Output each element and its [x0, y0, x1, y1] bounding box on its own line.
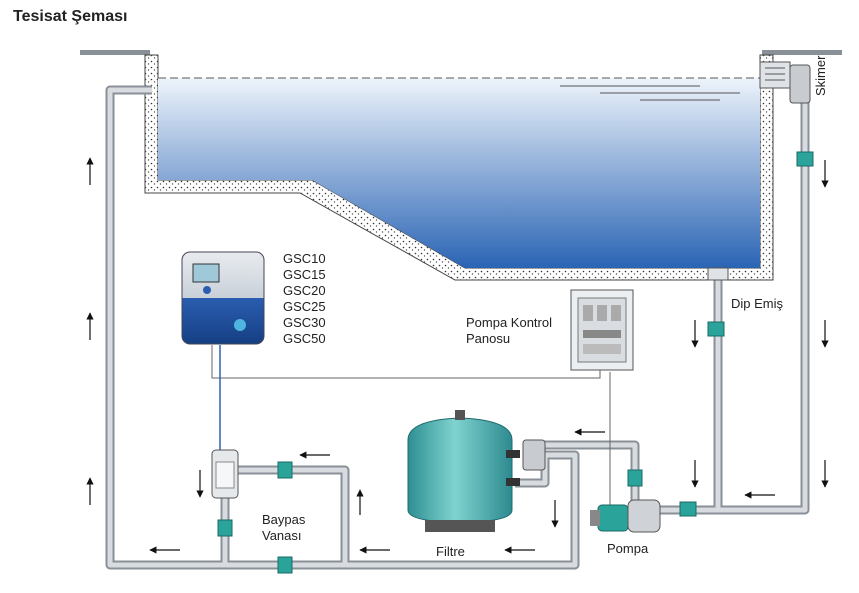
model-item: GSC10	[283, 251, 326, 266]
main-drain-icon	[707, 267, 729, 281]
bypass-valve-label-line2: Vanası	[262, 528, 302, 543]
valve-icon	[627, 469, 643, 487]
ground-lines	[80, 50, 842, 55]
main-drain-label: Dip Emiş	[731, 296, 784, 311]
skimmer-icon	[759, 61, 811, 104]
valve-icon	[277, 461, 293, 479]
model-item: GSC25	[283, 299, 326, 314]
valve-icon	[277, 556, 293, 574]
valve-icon	[679, 501, 697, 517]
valve-icon	[707, 321, 725, 337]
model-list: GSC10 GSC15 GSC20 GSC25 GSC30 GSC50	[283, 251, 326, 347]
model-item: GSC50	[283, 331, 326, 346]
chlorinator-device-icon	[181, 251, 265, 345]
electric-lines	[211, 345, 611, 508]
page-title: Tesisat Şeması	[13, 8, 128, 25]
model-item: GSC20	[283, 283, 326, 298]
sand-filter-icon	[407, 410, 546, 532]
model-item: GSC15	[283, 267, 326, 282]
pool-basin	[144, 54, 774, 281]
pool-water	[158, 78, 760, 268]
bypass-valve-label-line1: Baypas	[262, 512, 306, 527]
model-item: GSC30	[283, 315, 326, 330]
skimmer-label: Skimer	[813, 55, 828, 96]
valves	[217, 151, 814, 574]
pump-control-panel-icon	[570, 289, 634, 371]
control-panel-label-line1: Pompa Kontrol	[466, 315, 552, 330]
valve-icon	[796, 151, 814, 167]
salt-cell-icon	[211, 449, 239, 499]
valve-icon	[217, 519, 233, 537]
pump-icon	[590, 499, 661, 533]
flow-arrows	[86, 157, 829, 554]
control-panel-label-line2: Panosu	[466, 331, 511, 346]
filter-label: Filtre	[436, 544, 465, 559]
pump-label: Pompa	[607, 541, 649, 556]
